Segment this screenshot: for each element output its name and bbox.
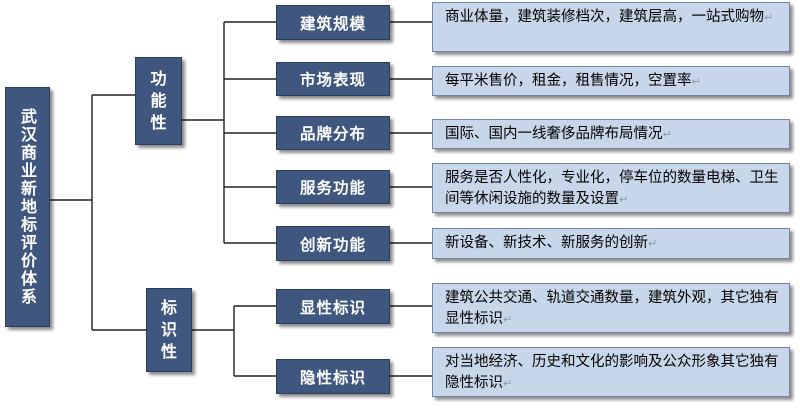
item-label: 服务功能: [299, 179, 366, 197]
return-mark: ↵: [648, 237, 658, 250]
item-service-function: 服务功能: [276, 170, 390, 204]
item-building-scale: 建筑规模: [276, 5, 390, 40]
return-mark: ↵: [691, 75, 701, 88]
return-mark: ↵: [662, 128, 672, 141]
desc-text: 建筑公共交通、轨道交通数量，建筑外观，其它独有显性标识: [445, 290, 779, 327]
desc-brand-distribution: 国际、国内一线奢侈品牌布局情况↵: [432, 119, 790, 149]
item-implicit-identity: 隐性标识: [276, 359, 390, 394]
desc-text: 新设备、新技术、新服务的创新: [445, 235, 648, 251]
return-mark: ↵: [619, 193, 629, 206]
item-label: 创新功能: [299, 235, 366, 254]
desc-text: 每平米售价，租金，租售情况，空置率: [445, 73, 692, 89]
item-label: 隐性标识: [299, 368, 366, 387]
item-innovation-function: 创新功能: [276, 226, 390, 261]
item-label: 市场表现: [299, 71, 366, 89]
item-market-performance: 市场表现: [276, 62, 390, 96]
desc-market-performance: 每平米售价，租金，租售情况，空置率↵: [432, 66, 790, 96]
category-identity: 标 识 性: [146, 288, 192, 372]
category-label: 功 能 性: [150, 69, 167, 132]
item-brand-distribution: 品牌分布: [276, 116, 390, 150]
root-node: 武汉商业新地标评价体系: [5, 87, 50, 327]
item-explicit-identity: 显性标识: [276, 289, 390, 324]
desc-building-scale: 商业体量，建筑装修档次，建筑层高，一站式购物↵: [432, 2, 790, 52]
return-mark: ↵: [503, 313, 513, 326]
root-label: 武汉商业新地标评价体系: [18, 108, 37, 306]
desc-text: 国际、国内一线奢侈品牌布局情况: [445, 126, 663, 142]
desc-text: 服务是否人性化，专业化，停车位的数量电梯、卫生间等休闲设施的数量及设置: [445, 170, 779, 207]
desc-explicit-identity: 建筑公共交通、轨道交通数量，建筑外观，其它独有显性标识↵: [432, 283, 790, 333]
category-functionality: 功 能 性: [135, 57, 182, 145]
desc-text: 对当地经济、历史和文化的影响及公众形象其它独有隐性标识: [445, 354, 779, 391]
desc-implicit-identity: 对当地经济、历史和文化的影响及公众形象其它独有隐性标识↵: [432, 347, 790, 397]
return-mark: ↵: [764, 11, 774, 24]
desc-text: 商业体量，建筑装修档次，建筑层高，一站式购物: [445, 9, 764, 25]
desc-innovation-function: 新设备、新技术、新服务的创新↵: [432, 228, 790, 259]
item-label: 显性标识: [299, 298, 366, 317]
item-label: 建筑规模: [299, 14, 366, 33]
item-label: 品牌分布: [299, 125, 366, 143]
category-label: 标 识 性: [160, 298, 177, 361]
desc-service-function: 服务是否人性化，专业化，停车位的数量电梯、卫生间等休闲设施的数量及设置↵: [432, 163, 790, 213]
return-mark: ↵: [503, 377, 513, 390]
